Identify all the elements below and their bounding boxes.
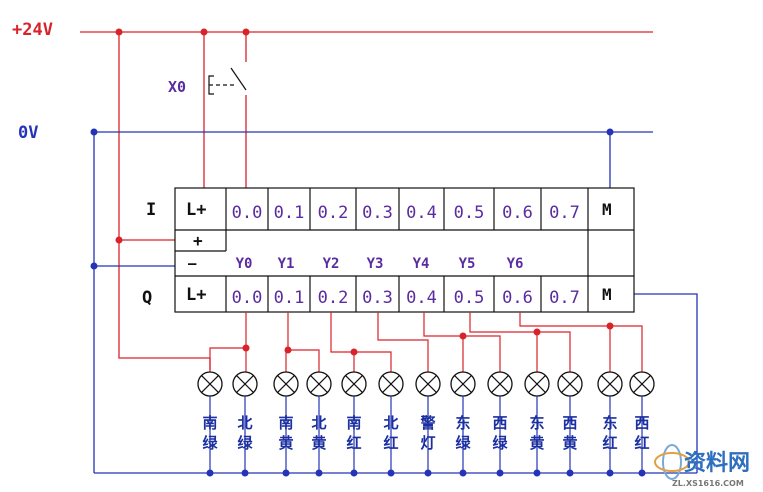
output-cell-3: 0.3 — [362, 288, 393, 308]
negative-wiring — [93, 131, 698, 474]
y-label-3: Y3 — [367, 256, 384, 272]
watermark-url: ZL.XS1616.COM — [672, 479, 744, 488]
output-m-terminal: M — [602, 285, 612, 304]
switch-x0-label: X0 — [168, 78, 186, 96]
rail-0v-label: 0V — [18, 123, 38, 143]
rail-24v-label: +24V — [12, 20, 53, 40]
lamp-label-2-top: 南 — [278, 414, 293, 432]
lamp-label-5-bottom: 红 — [383, 434, 398, 452]
y-label-0: Y0 — [236, 256, 253, 272]
y-label-4: Y4 — [413, 256, 430, 272]
lamp-label-4-top: 南 — [346, 414, 361, 432]
lamp-7: 东绿 — [450, 371, 476, 477]
lamp-label-8-bottom: 绿 — [492, 434, 508, 452]
output-lplus-terminal: L+ — [186, 285, 206, 305]
lamp-label-12-top: 西 — [634, 414, 649, 432]
negative-junctions — [90, 128, 614, 270]
lamp-label-4-bottom: 红 — [346, 434, 361, 452]
lamp-label-10-top: 西 — [562, 414, 577, 432]
positive-junctions — [115, 28, 250, 244]
input-lplus-terminal: L+ — [186, 200, 206, 220]
input-cell-2: 0.2 — [318, 203, 349, 223]
lamp-6: 警灯 — [415, 371, 441, 477]
lamp-9: 东黄 — [524, 371, 550, 477]
input-cell-7: 0.7 — [549, 203, 580, 223]
lamp-label-3-bottom: 黄 — [311, 434, 326, 452]
lamp-1: 北绿 — [232, 371, 258, 477]
lamp-label-3-top: 北 — [311, 414, 326, 432]
lamp-label-1-bottom: 绿 — [237, 434, 253, 452]
lamp-label-11-top: 东 — [602, 414, 617, 432]
lamp-label-7-bottom: 绿 — [455, 434, 471, 452]
lamp-label-0-top: 南 — [202, 414, 217, 432]
output-row-label: Q — [142, 288, 152, 308]
input-cell-5: 0.5 — [454, 203, 485, 223]
y-label-1: Y1 — [278, 256, 295, 272]
lamp-2: 南黄 — [273, 371, 299, 477]
output-cell-6: 0.6 — [502, 288, 533, 308]
lamp-11: 东红 — [597, 371, 623, 477]
output-cell-2: 0.2 — [318, 288, 349, 308]
lamp-label-6-bottom: 灯 — [420, 434, 435, 452]
lamp-label-9-bottom: 黄 — [529, 434, 544, 452]
y-label-6: Y6 — [507, 256, 524, 272]
input-m-terminal: M — [602, 200, 612, 219]
lamp-label-11-bottom: 红 — [602, 434, 617, 452]
lamp-5: 北红 — [378, 371, 404, 477]
input-cell-6: 0.6 — [502, 203, 533, 223]
watermark-name: 资料网 — [684, 451, 750, 476]
y-label-5: Y5 — [459, 256, 476, 272]
minus-terminal: — — [188, 256, 197, 272]
lamp-label-8-top: 西 — [492, 414, 507, 432]
input-cell-4: 0.4 — [406, 203, 437, 223]
lamp-label-6-top: 警 — [419, 414, 435, 432]
switch-x0 — [208, 67, 247, 95]
lamp-label-7-top: 东 — [455, 414, 470, 432]
lamp-label-9-top: 东 — [529, 414, 544, 432]
input-cell-1: 0.1 — [274, 203, 305, 223]
lamp-8: 西绿 — [487, 371, 513, 477]
output-cell-0: 0.0 — [232, 288, 263, 308]
lamp-label-10-bottom: 黄 — [562, 434, 577, 452]
y-label-2: Y2 — [323, 256, 340, 272]
positive-wiring — [80, 31, 653, 370]
lamp-label-1-top: 北 — [237, 414, 252, 432]
lamp-12: 西红 — [629, 371, 655, 477]
lamp-10: 西黄 — [557, 371, 583, 477]
lamp-3: 北黄 — [306, 371, 332, 477]
lamp-0: 南绿 — [197, 371, 223, 477]
output-cell-1: 0.1 — [274, 288, 305, 308]
output-wiring — [209, 312, 643, 372]
output-cell-5: 0.5 — [454, 288, 485, 308]
lamp-4: 南红 — [341, 371, 367, 477]
lamp-label-5-top: 北 — [383, 414, 398, 432]
plus-terminal: + — [193, 231, 203, 250]
lamp-label-0-bottom: 绿 — [202, 434, 218, 452]
lamp-label-2-bottom: 黄 — [278, 434, 293, 452]
output-cell-7: 0.7 — [549, 288, 580, 308]
input-cell-3: 0.3 — [362, 203, 393, 223]
input-cell-0: 0.0 — [232, 203, 263, 223]
lamp-label-12-bottom: 红 — [634, 434, 649, 452]
plc-module: L+ + — L+ M M 0.0 0.1 0.2 0.3 0.4 0.5 0.6 0.7 0… — [174, 187, 635, 313]
output-cell-4: 0.4 — [406, 288, 437, 308]
watermark: 资料网 ZL.XS1616.COM — [654, 444, 750, 488]
input-row-label: I — [146, 200, 156, 220]
